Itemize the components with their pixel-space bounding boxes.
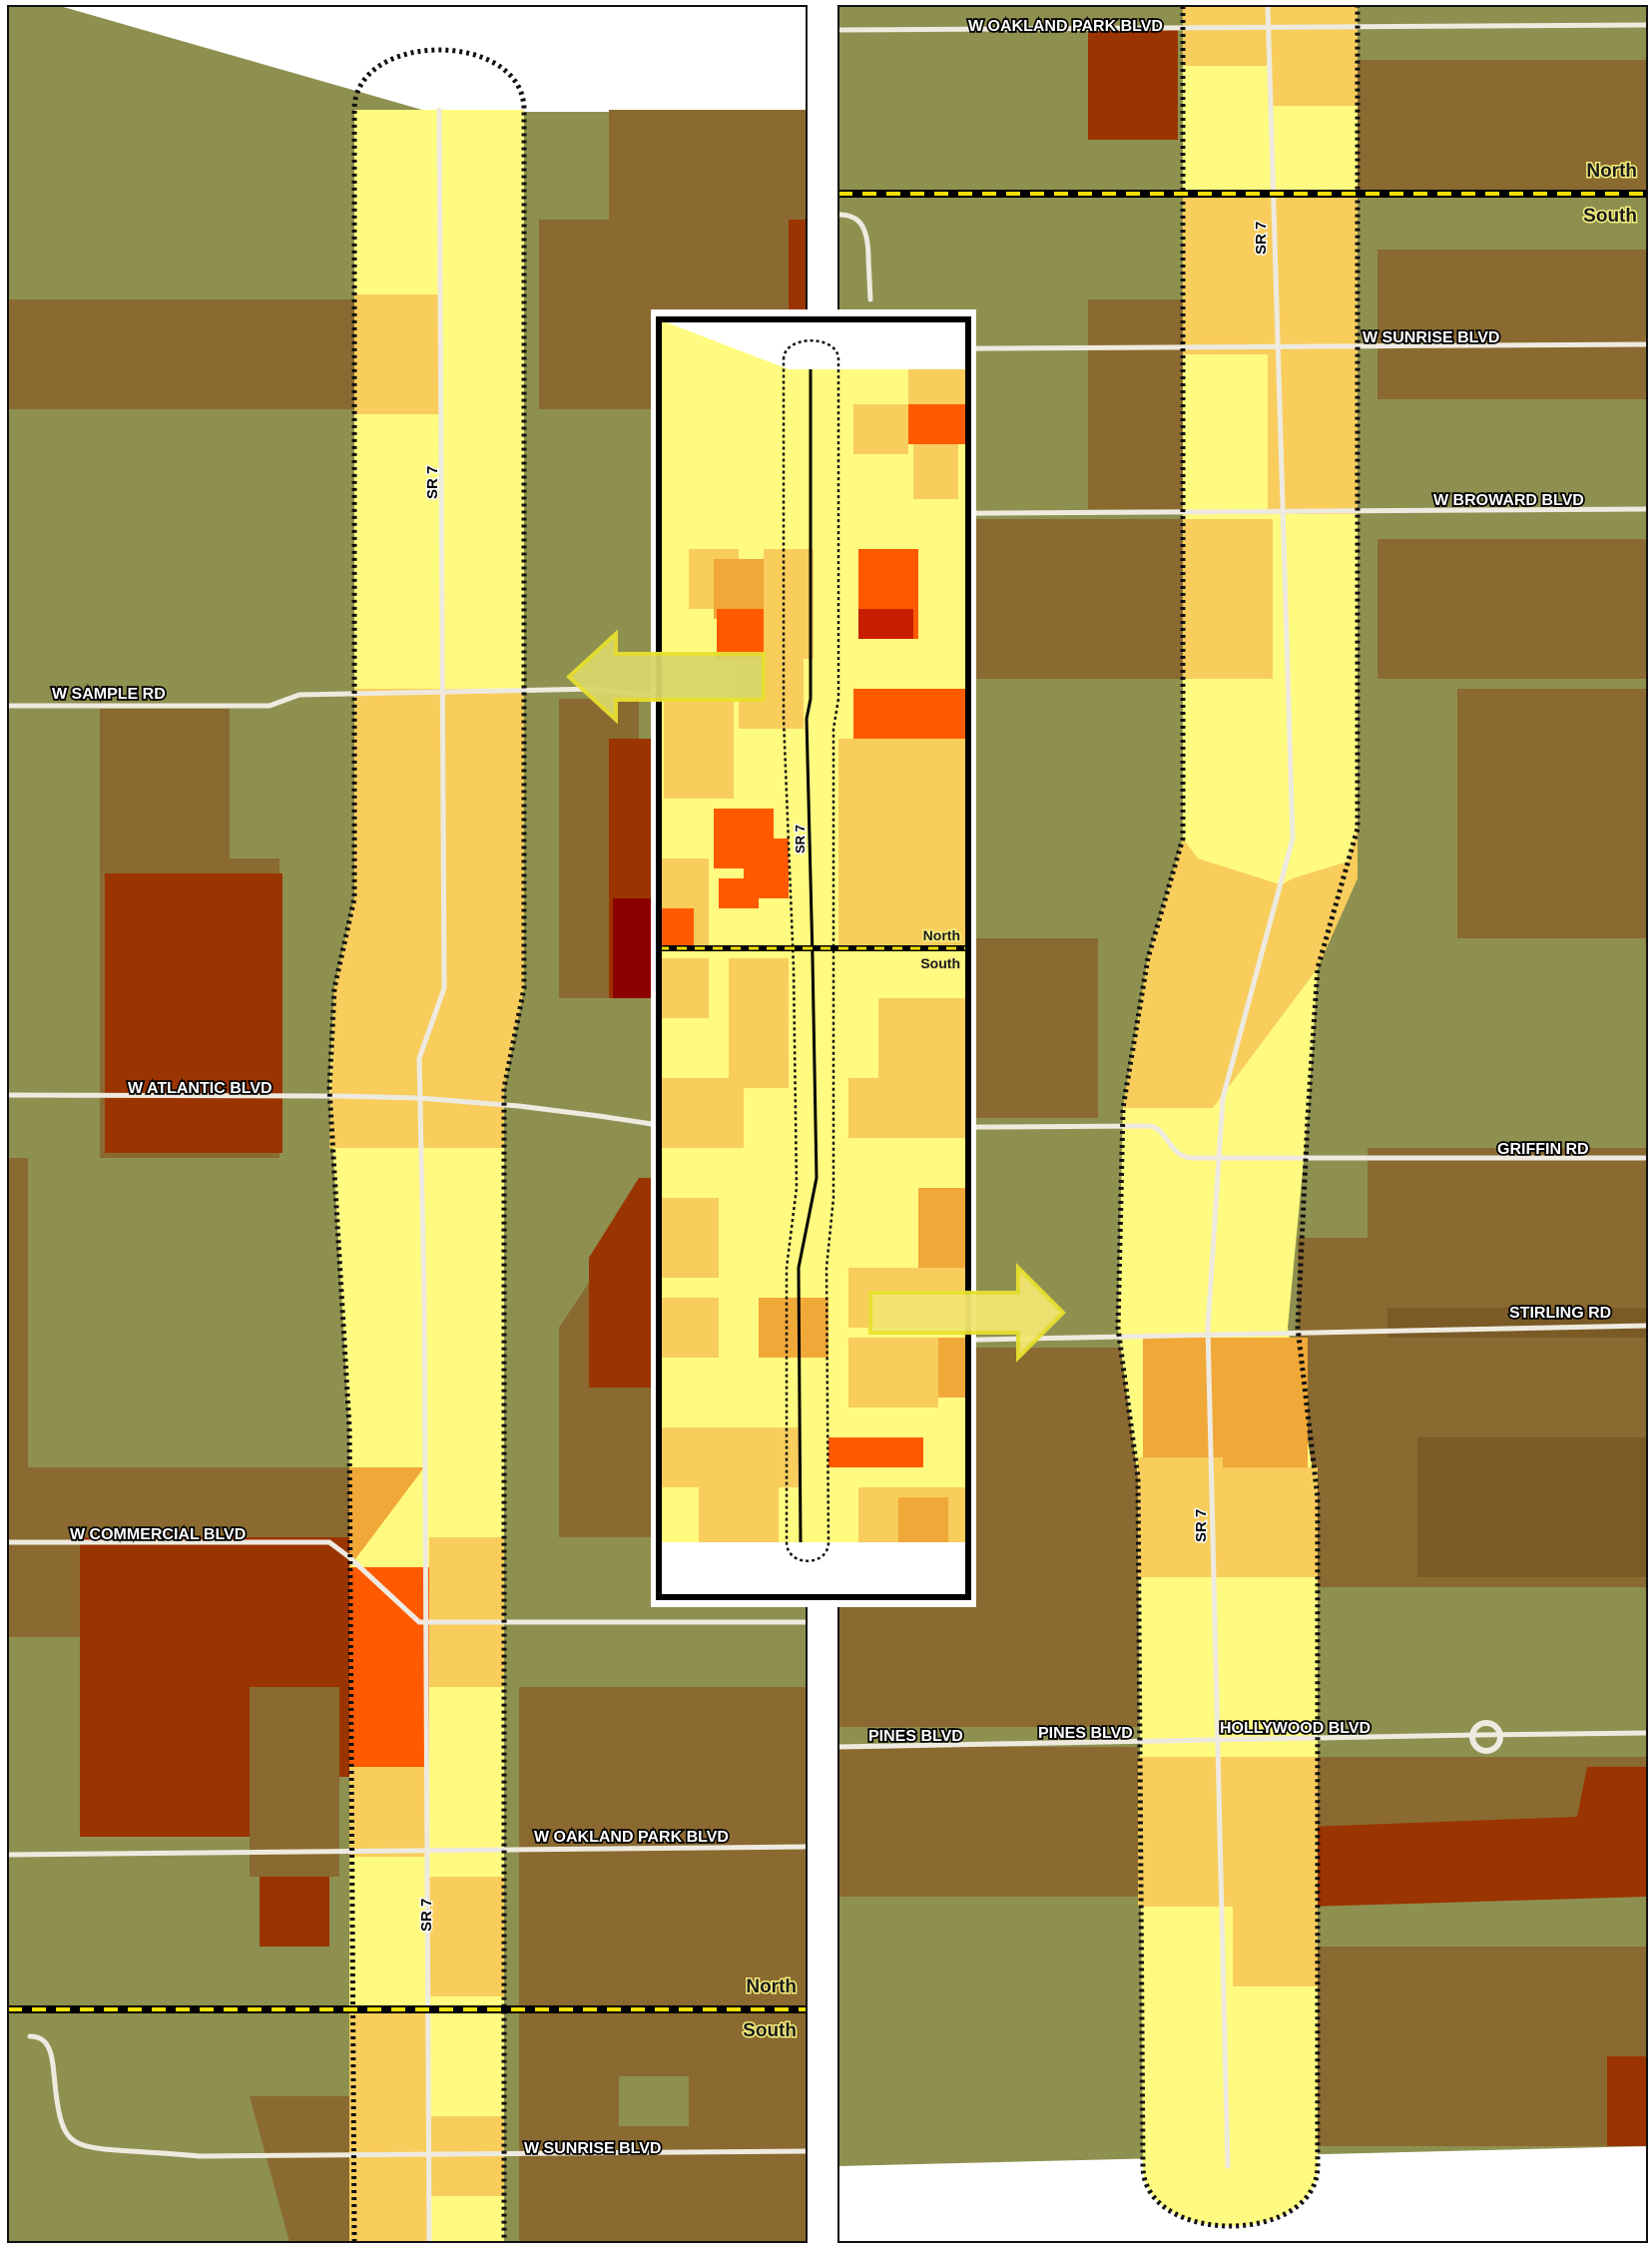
tract-polygons-right: [838, 30, 1647, 2146]
corridor-outline-right: [1115, 6, 1361, 2229]
road-labels: W SAMPLE RD W ATLANTIC BLVD W COMMERCIAL…: [50, 16, 1613, 2159]
route-labels: SR 7 SR 7 SR 7 SR 7 SR 7: [417, 220, 1272, 1933]
route-label-sr7-left-top: SR 7: [424, 466, 441, 499]
roundabout-icon: [1469, 1720, 1503, 1754]
inset-centerline: [797, 369, 819, 1543]
corridor-outline-left: [326, 47, 527, 2242]
label-w-oakland-park-blvd-left: W OAKLAND PARK BLVD: [534, 1829, 729, 1846]
label-w-oakland-park-blvd-right: W OAKLAND PARK BLVD: [968, 18, 1163, 35]
label-w-sunrise-blvd-left: W SUNRISE BLVD: [524, 2140, 661, 2157]
label-north-right: North: [1586, 161, 1637, 182]
label-pines-blvd-west: PINES BLVD: [868, 1728, 963, 1745]
right-map-panel: [838, 6, 1647, 2242]
label-north-left: North: [746, 1976, 797, 1997]
route-label-sr7-left-bottom: SR 7: [418, 1899, 435, 1932]
label-griffin-rd: GRIFFIN RD: [1497, 1141, 1589, 1158]
out-of-area: [60, 6, 807, 112]
route-label-sr7-right-top: SR 7: [1253, 222, 1270, 255]
route-label-sr7-inset: SR 7: [793, 825, 808, 853]
label-w-sunrise-blvd-right: W SUNRISE BLVD: [1363, 329, 1499, 346]
label-south-right: South: [1583, 206, 1637, 227]
inset-corridor-outline: [782, 339, 840, 1562]
label-hollywood-blvd: HOLLYWOOD BLVD: [1220, 1720, 1371, 1737]
overview-inset: [651, 309, 976, 1607]
boundary-labels: North South North South North South: [742, 160, 1639, 2043]
label-south-inset: South: [920, 955, 960, 971]
road-network-right: [838, 6, 1647, 2169]
label-w-sample-rd: W SAMPLE RD: [52, 686, 166, 703]
corridor-buffer-left: [329, 110, 524, 2242]
label-north-inset: North: [923, 927, 960, 943]
label-pines-blvd-east: PINES BLVD: [1038, 1725, 1133, 1742]
inset-frame: [656, 316, 971, 1600]
route-label-sr7-right-bottom: SR 7: [1193, 1509, 1210, 1542]
label-south-left: South: [743, 2020, 797, 2041]
label-w-commercial-blvd: W COMMERCIAL BLVD: [70, 1526, 246, 1543]
label-stirling-rd: STIRLING RD: [1509, 1305, 1611, 1322]
arrow-right-icon: [868, 1263, 1066, 1363]
arrow-left-icon: [566, 629, 766, 725]
label-w-atlantic-blvd: W ATLANTIC BLVD: [128, 1080, 273, 1097]
label-w-broward-blvd: W BROWARD BLVD: [1433, 492, 1584, 509]
inset-tracts: [659, 369, 968, 1542]
